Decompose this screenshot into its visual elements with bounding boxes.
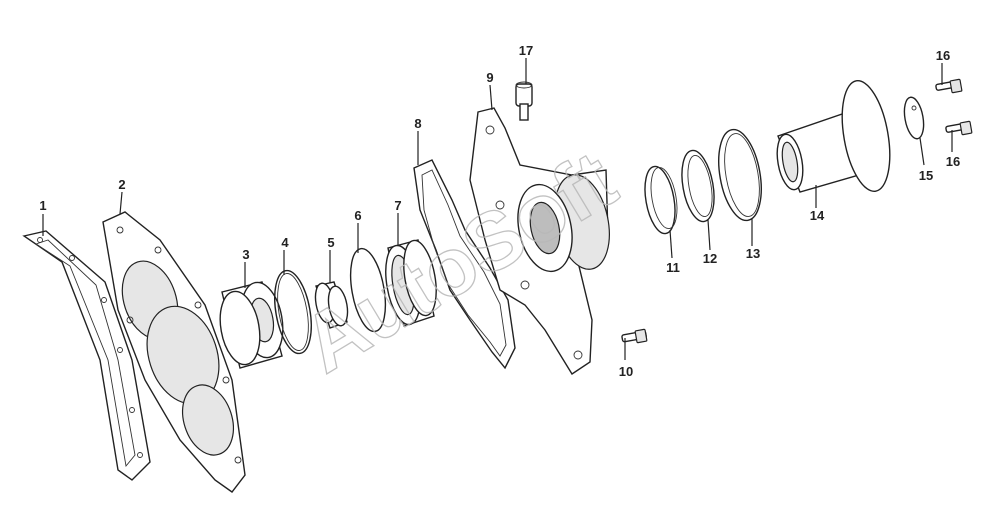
part-7-seal xyxy=(385,239,437,327)
part-1-gasket xyxy=(22,230,151,481)
callout-3: 3 xyxy=(242,247,249,262)
callout-labels: 1 2 3 4 5 6 7 8 9 10 11 12 13 14 15 16 1… xyxy=(39,43,960,379)
part-11-ring xyxy=(644,165,678,235)
leader-lines xyxy=(42,58,953,360)
callout-1: 1 xyxy=(39,198,46,213)
part-16-bolt-upper xyxy=(935,78,963,94)
part-17-pin xyxy=(515,81,533,121)
callout-12: 12 xyxy=(703,251,717,266)
part-14-flange xyxy=(776,80,891,193)
part-8-gasket xyxy=(413,159,516,370)
callout-5: 5 xyxy=(327,235,334,250)
callout-11: 11 xyxy=(666,260,680,275)
part-2-cover-plate xyxy=(102,211,246,493)
callout-14: 14 xyxy=(810,208,825,223)
callout-16-lower: 16 xyxy=(946,154,960,169)
callout-4: 4 xyxy=(281,235,289,250)
callout-8: 8 xyxy=(414,116,421,131)
callout-7: 7 xyxy=(394,198,401,213)
part-9-housing xyxy=(469,107,610,375)
callout-9: 9 xyxy=(486,70,493,85)
part-15-washer xyxy=(903,96,925,140)
part-3-bearing xyxy=(219,281,284,369)
part-12-ring xyxy=(681,149,715,223)
part-10-bolt xyxy=(621,328,648,344)
part-6-o-ring xyxy=(349,247,387,333)
callout-17: 17 xyxy=(519,43,533,58)
callout-16-upper: 16 xyxy=(936,48,950,63)
part-13-ring xyxy=(718,128,762,222)
callout-15: 15 xyxy=(919,168,933,183)
callout-13: 13 xyxy=(746,246,760,261)
part-16-bolt-lower xyxy=(945,120,973,136)
part-5-ring xyxy=(314,281,349,329)
callout-6: 6 xyxy=(354,208,361,223)
callout-10: 10 xyxy=(619,364,633,379)
part-4-snap-ring xyxy=(274,269,312,355)
callout-2: 2 xyxy=(118,177,125,192)
